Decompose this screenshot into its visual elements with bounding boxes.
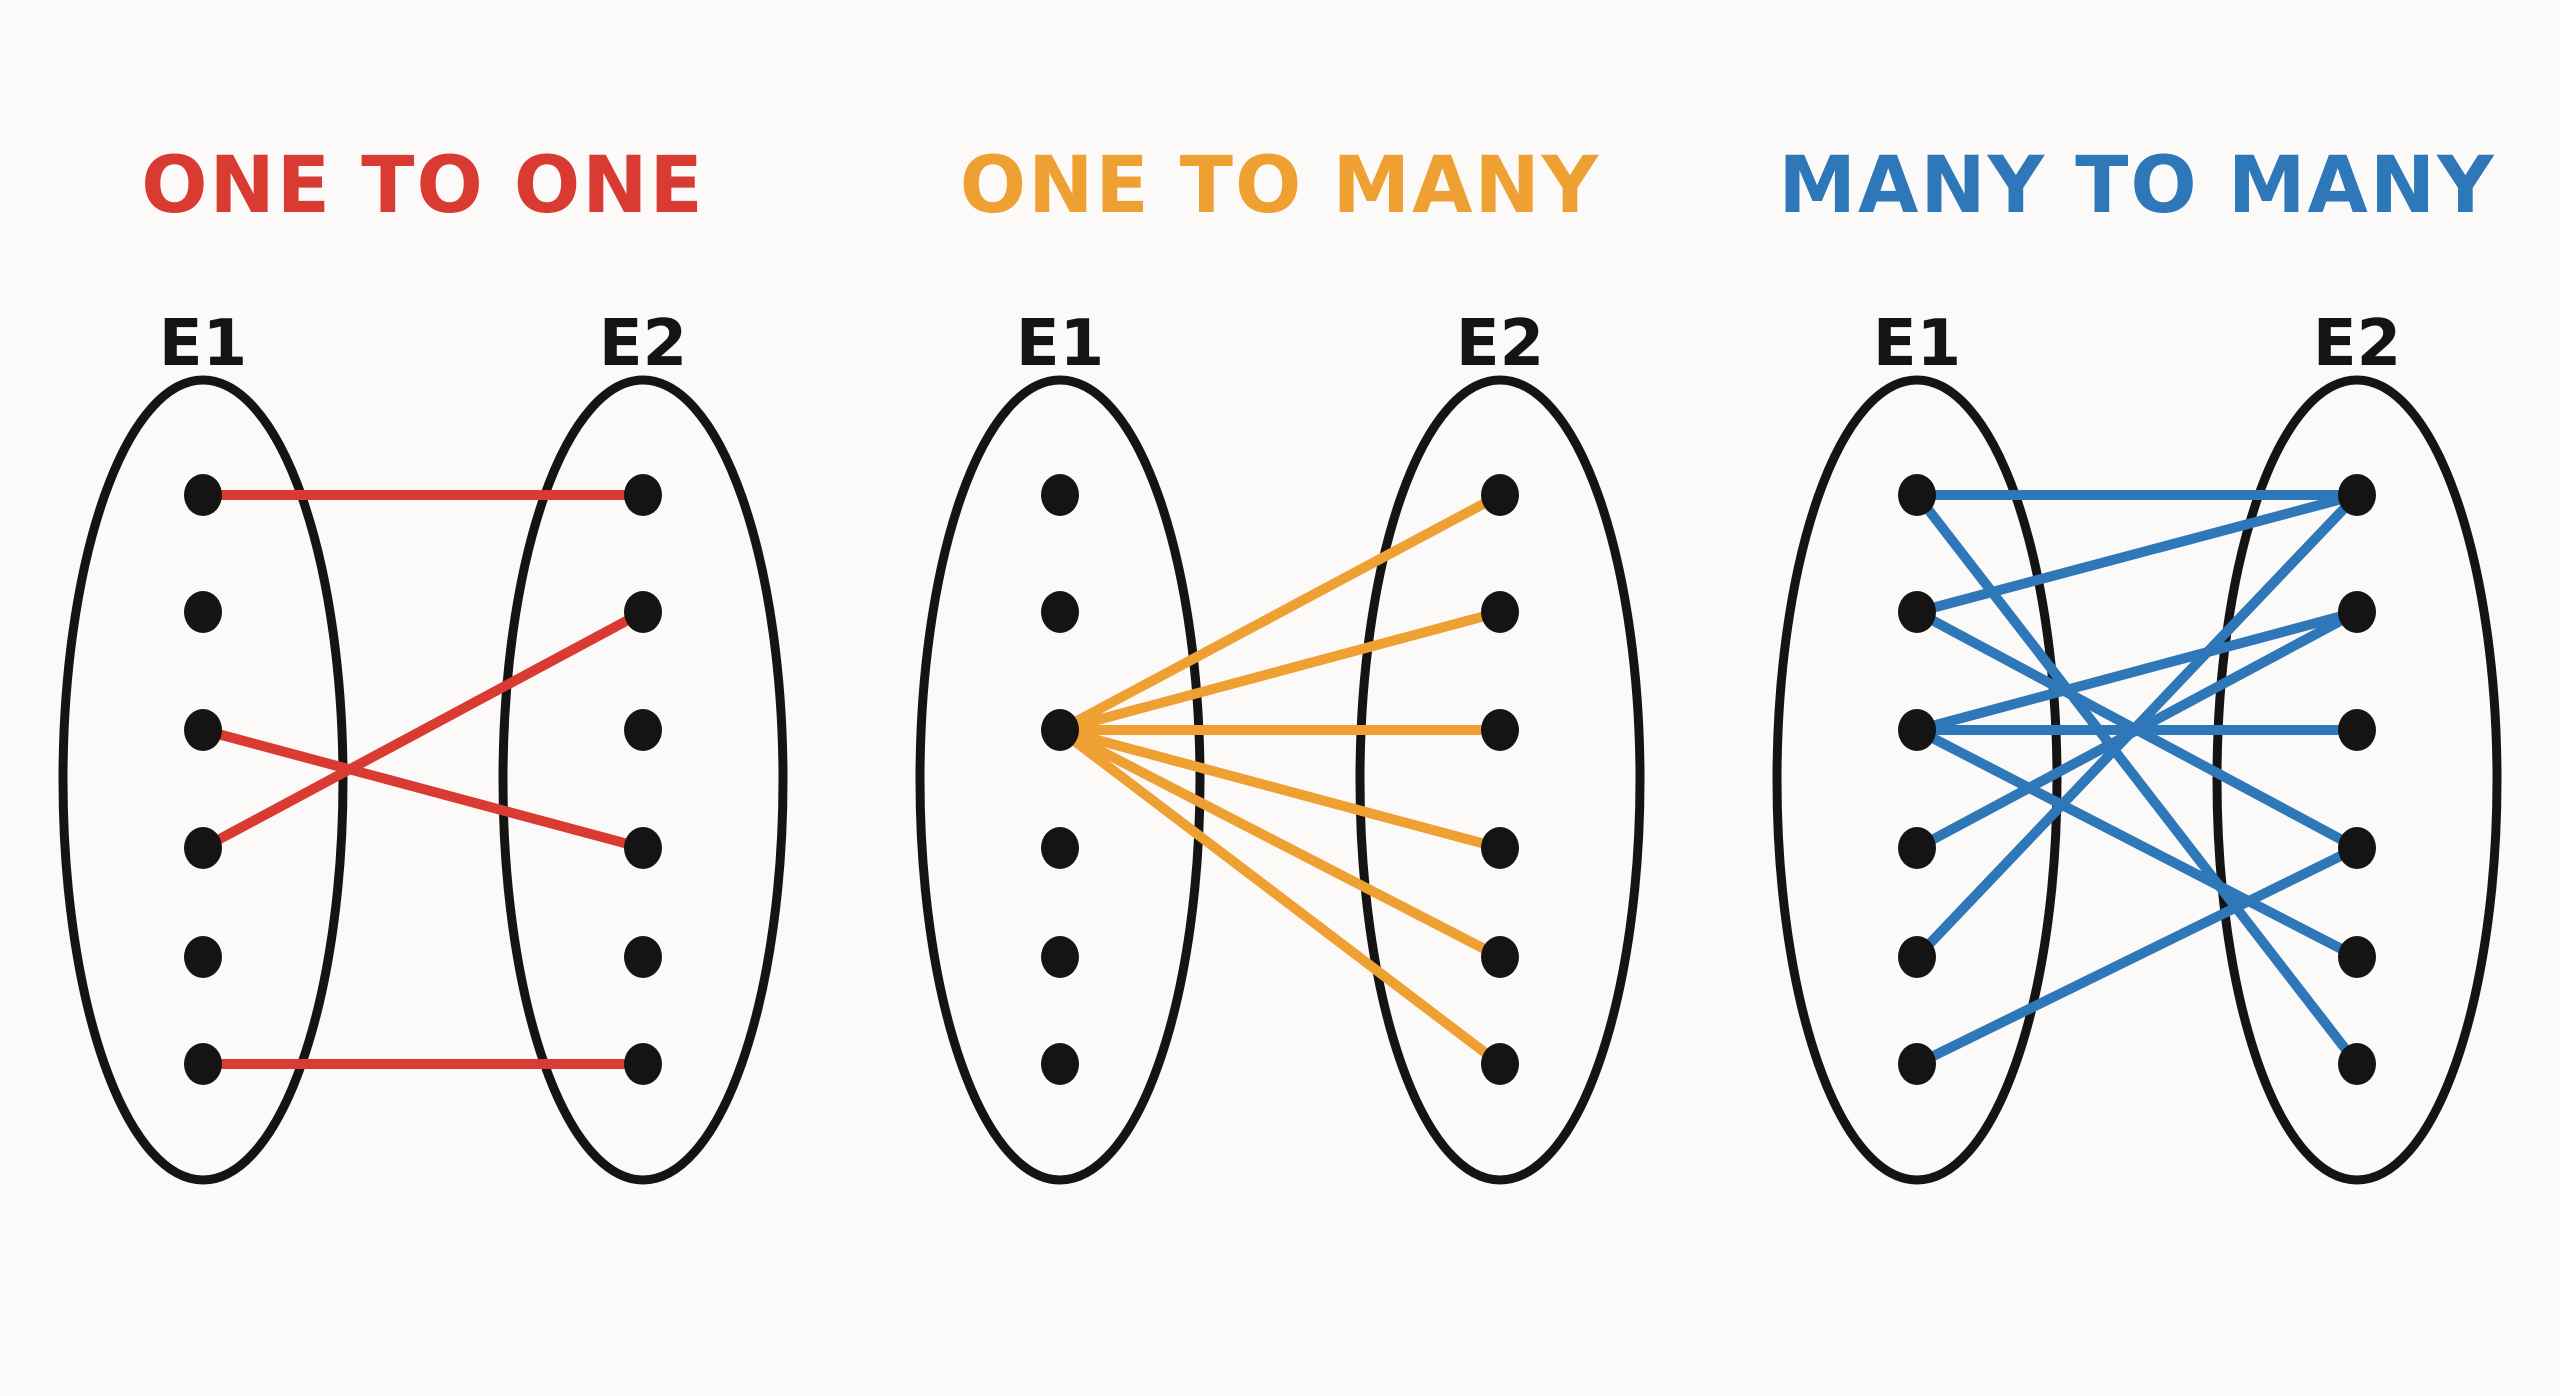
entity-dot [624,709,662,751]
entity-set-ellipse [1355,375,1645,1185]
relation-line [1912,490,2362,1069]
entity-set-ellipse [498,375,788,1185]
relation-line [1055,490,1505,735]
entity-dot [184,827,222,869]
entity-dot [184,591,222,633]
entity-dot [1481,827,1519,869]
title-one-to-one: ONE TO ONE [141,141,705,231]
entity-dot [624,591,662,633]
entity-dot [1041,709,1079,751]
entity-dot [2338,709,2376,751]
relation-line [198,607,648,853]
entity-dot [1041,474,1079,516]
relation-line [1055,725,1505,853]
entity-dot [184,936,222,978]
entity-set-ellipse [58,375,348,1185]
entity-dot [1481,591,1519,633]
entity-label: E1 [159,307,247,381]
relation-line [1912,843,2362,1069]
entity-dot [2338,591,2376,633]
entity-set-ellipse [915,375,1205,1185]
entity-dot [624,827,662,869]
relation-line [1912,490,2362,617]
entity-dot [184,474,222,516]
entity-label: E2 [1456,307,1544,381]
entity-dot [1898,474,1936,516]
entity-dot [1898,827,1936,869]
entity-set-ellipse [1772,375,2062,1185]
relation-line [1055,725,1505,1069]
entity-dot [624,1043,662,1085]
entity-dot [1041,936,1079,978]
entity-dot [1481,1043,1519,1085]
entity-dot [1481,709,1519,751]
relation-line [1055,725,1505,962]
title-many-to-many: MANY TO MANY [1778,141,2495,231]
entity-set-ellipse [2212,375,2502,1185]
relation-line [198,725,648,853]
entity-dot [1041,591,1079,633]
entity-label: E2 [2313,307,2401,381]
entity-dot [1898,709,1936,751]
entity-dot [184,709,222,751]
entity-label: E2 [599,307,687,381]
entity-dot [2338,827,2376,869]
relation-line [1912,607,2362,735]
relation-line [1055,607,1505,735]
relation-line [1912,490,2362,962]
entity-dot [2338,1043,2376,1085]
entity-label: E1 [1873,307,1961,381]
entity-dot [1898,936,1936,978]
entity-dot [2338,936,2376,978]
panel-one-to-many: E1 E2 [915,307,1645,1185]
entity-dot [1041,827,1079,869]
relation-line [1912,725,2362,962]
entity-dot [1481,474,1519,516]
entity-dot [624,936,662,978]
entity-dot [1041,1043,1079,1085]
title-one-to-many: ONE TO MANY [960,141,1600,231]
entity-dot [184,1043,222,1085]
entity-dot [1481,936,1519,978]
entity-dot [1898,591,1936,633]
entity-dot [1898,1043,1936,1085]
panel-many-to-many: E1 E2 [1772,307,2502,1185]
entity-dot [624,474,662,516]
panel-one-to-one: E1 E2 [58,307,788,1185]
entity-label: E1 [1016,307,1104,381]
entity-dot [2338,474,2376,516]
